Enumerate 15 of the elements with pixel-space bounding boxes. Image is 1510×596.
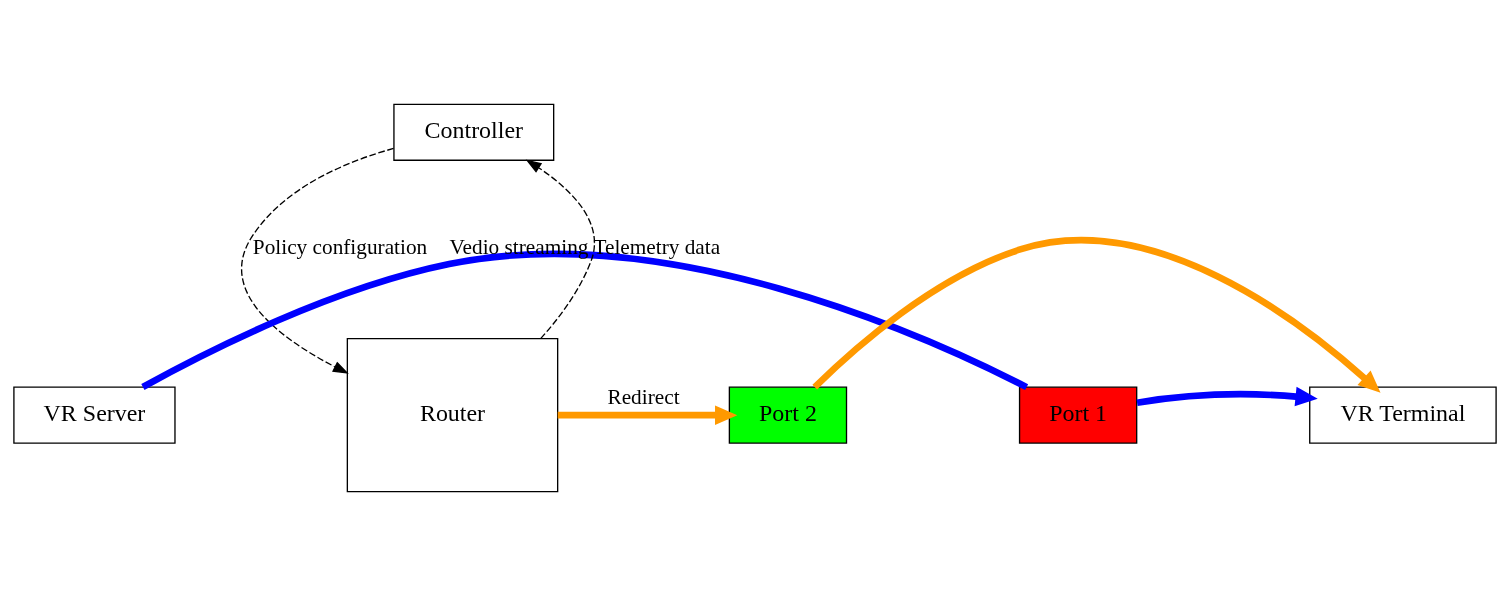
- node-box: Port 2: [728, 386, 848, 444]
- node-box: Port 1: [1018, 386, 1138, 444]
- node-box: Router: [346, 337, 559, 493]
- node-box: VR Server: [13, 386, 176, 444]
- node-box: Controller: [393, 103, 555, 161]
- arrow: [812, 237, 1381, 393]
- edge-label: Telemetry data: [593, 235, 721, 260]
- connector: [141, 250, 1029, 391]
- arrow: [241, 147, 395, 374]
- edge-label: Policy configuration: [252, 235, 428, 260]
- arrow: [1136, 386, 1318, 407]
- arrow: [557, 405, 738, 425]
- arrow: [525, 159, 596, 340]
- node-box: VR Terminal: [1309, 386, 1497, 444]
- edge-label: Redirect: [607, 385, 680, 410]
